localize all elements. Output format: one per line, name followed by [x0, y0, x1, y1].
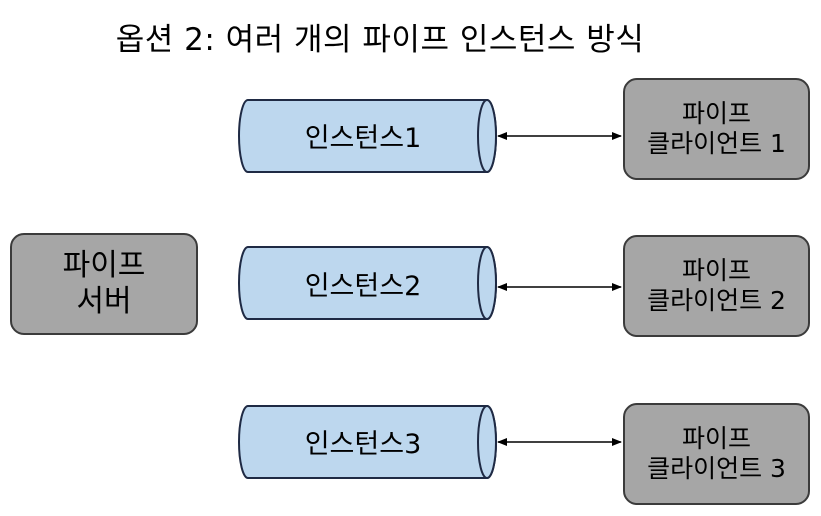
pipe-instance-2	[238, 246, 497, 320]
pipe-label-1: 인스턴스1	[304, 123, 422, 154]
pipe-client-box-2: 파이프 클라이언트 2	[623, 235, 810, 337]
pipe-client-box-1: 파이프 클라이언트 1	[623, 78, 810, 180]
pipe-client-box-3: 파이프 클라이언트 3	[623, 403, 810, 505]
pipe-instance-1	[238, 99, 497, 173]
server-label-line1: 파이프	[62, 248, 146, 283]
pipe-instance-3	[238, 405, 497, 479]
client-1-label-line1: 파이프	[681, 99, 751, 128]
client-3-label-line1: 파이프	[681, 424, 751, 453]
client-1-label-line2: 클라이언트 1	[647, 129, 786, 158]
pipe-label-3: 인스턴스3	[304, 429, 422, 460]
diagram-title: 옵션 2: 여러 개의 파이프 인스턴스 방식	[115, 22, 645, 58]
server-label-line2: 서버	[76, 284, 132, 319]
pipe-label-2: 인스턴스2	[304, 271, 422, 302]
client-3-label-line2: 클라이언트 3	[647, 454, 786, 483]
client-2-label-line1: 파이프	[681, 256, 751, 285]
pipe-server-box: 파이프 서버	[10, 233, 198, 335]
client-2-label-line2: 클라이언트 2	[647, 286, 786, 315]
